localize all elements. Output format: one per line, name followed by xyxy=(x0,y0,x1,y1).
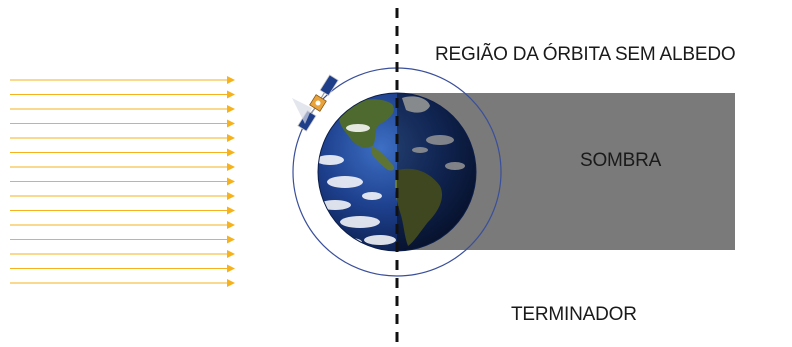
satellite-icon xyxy=(297,74,339,132)
region-without-albedo-label: REGIÃO DA ÓRBITA SEM ALBEDO xyxy=(435,44,736,65)
continent-north-america xyxy=(338,99,394,148)
sun-rays xyxy=(10,76,235,287)
continent-south-america xyxy=(394,168,443,246)
continent-central-america xyxy=(372,146,395,171)
shadow-label: SOMBRA xyxy=(580,150,662,171)
clouds xyxy=(318,124,465,246)
terminator-label: TERMINADOR xyxy=(511,304,637,325)
satellite-beam xyxy=(292,98,312,124)
continent-greenland xyxy=(402,96,430,113)
